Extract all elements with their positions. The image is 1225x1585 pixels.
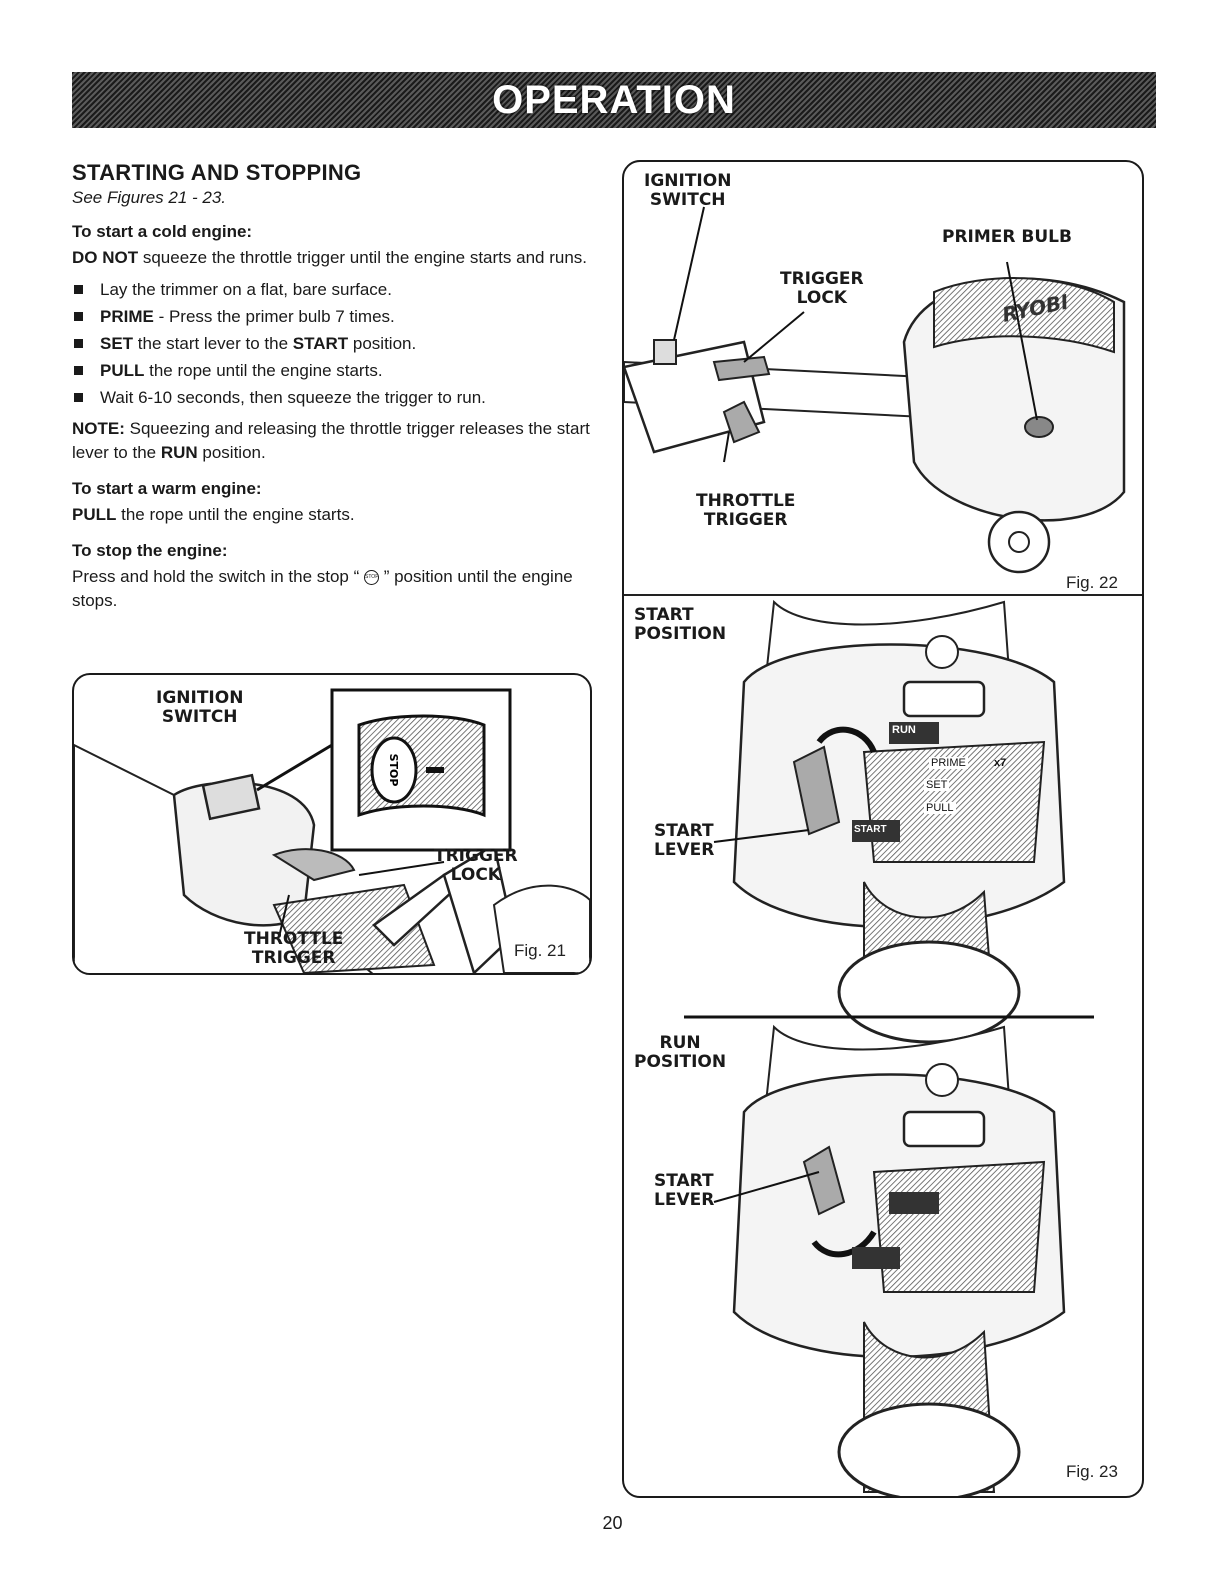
page-number: 20: [602, 1513, 623, 1533]
step-item: Wait 6-10 seconds, then squeeze the trig…: [72, 384, 592, 411]
warm-start-paragraph: PULL the rope until the engine starts.: [72, 505, 355, 524]
figure-21-label: Fig. 21: [514, 941, 566, 960]
figure-22-23-panel: RYOBI: [622, 160, 1144, 1498]
decal-pull-label: PULL: [924, 802, 956, 814]
switch-stop-label: STOP: [387, 754, 400, 787]
decal-start-label: START: [854, 824, 887, 835]
bullet-square-icon: [74, 285, 83, 294]
warm-start-heading: To start a warm engine:: [72, 479, 262, 498]
step-item: SET the start lever to the START positio…: [72, 330, 592, 357]
decal-prime-label: PRIME: [929, 757, 968, 769]
decal-count-label: x7: [994, 757, 1007, 769]
fig21-throttle-trigger-callout: THROTTLE TRIGGER: [244, 929, 344, 968]
fig21-ignition-switch-callout: IGNITION SWITCH: [156, 688, 244, 727]
figure-21: STOP IGNITION SWITCH TRIGGER LOCK THROTT…: [72, 673, 592, 975]
step-item: Lay the trimmer on a flat, bare surface.: [72, 276, 592, 303]
step-item: PULL the rope until the engine starts.: [72, 357, 592, 384]
fig22-trigger-lock-callout: TRIGGER LOCK: [780, 269, 864, 308]
fig23-start-position-callout: START POSITION: [634, 605, 727, 644]
decal-set-label: SET: [924, 779, 950, 791]
step-item: PRIME - Press the primer bulb 7 times.: [72, 303, 592, 330]
figure-23-label: Fig. 23: [1066, 1462, 1118, 1481]
stop-engine-heading: To stop the engine:: [72, 541, 228, 560]
bullet-square-icon: [74, 312, 83, 321]
banner-title: OPERATION: [492, 77, 736, 122]
cold-start-warning: DO NOT squeeze the throttle trigger unti…: [72, 248, 587, 267]
stop-switch-icon: STOP: [364, 570, 379, 586]
instructions-column: STARTING AND STOPPING See Figures 21 - 2…: [72, 160, 592, 619]
decal-run-label: RUN: [892, 724, 916, 736]
cold-start-steps: Lay the trimmer on a flat, bare surface.…: [72, 276, 592, 411]
section-banner: OPERATION: [72, 72, 1156, 128]
fig22-ignition-switch-callout: IGNITION SWITCH: [644, 171, 732, 210]
bullet-square-icon: [74, 393, 83, 402]
figure-21-illustration: STOP: [74, 688, 590, 973]
cold-start-heading: To start a cold engine:: [72, 222, 253, 241]
note-paragraph: NOTE: Squeezing and releasing the thrott…: [72, 419, 590, 462]
bullet-square-icon: [74, 366, 83, 375]
start-position-illustration: [713, 599, 1066, 1044]
fig23-top-start-lever-callout: START LEVER: [654, 821, 715, 860]
section-heading: STARTING AND STOPPING: [72, 160, 362, 185]
fig22-throttle-trigger-callout: THROTTLE TRIGGER: [696, 491, 796, 530]
fig23-bottom-start-lever-callout: START LEVER: [654, 1171, 715, 1210]
run-position-illustration: [713, 1024, 1066, 1496]
see-figures-note: See Figures 21 - 23.: [72, 188, 227, 207]
fig21-trigger-lock-callout: TRIGGER LOCK: [434, 846, 518, 885]
bullet-square-icon: [74, 339, 83, 348]
stop-engine-paragraph: Press and hold the switch in the stop “ …: [72, 567, 573, 610]
figure-22-label: Fig. 22: [1066, 573, 1118, 592]
fig22-primer-bulb-callout: PRIMER BULB: [942, 227, 1072, 247]
fig23-run-position-callout: RUN POSITION: [634, 1033, 727, 1072]
